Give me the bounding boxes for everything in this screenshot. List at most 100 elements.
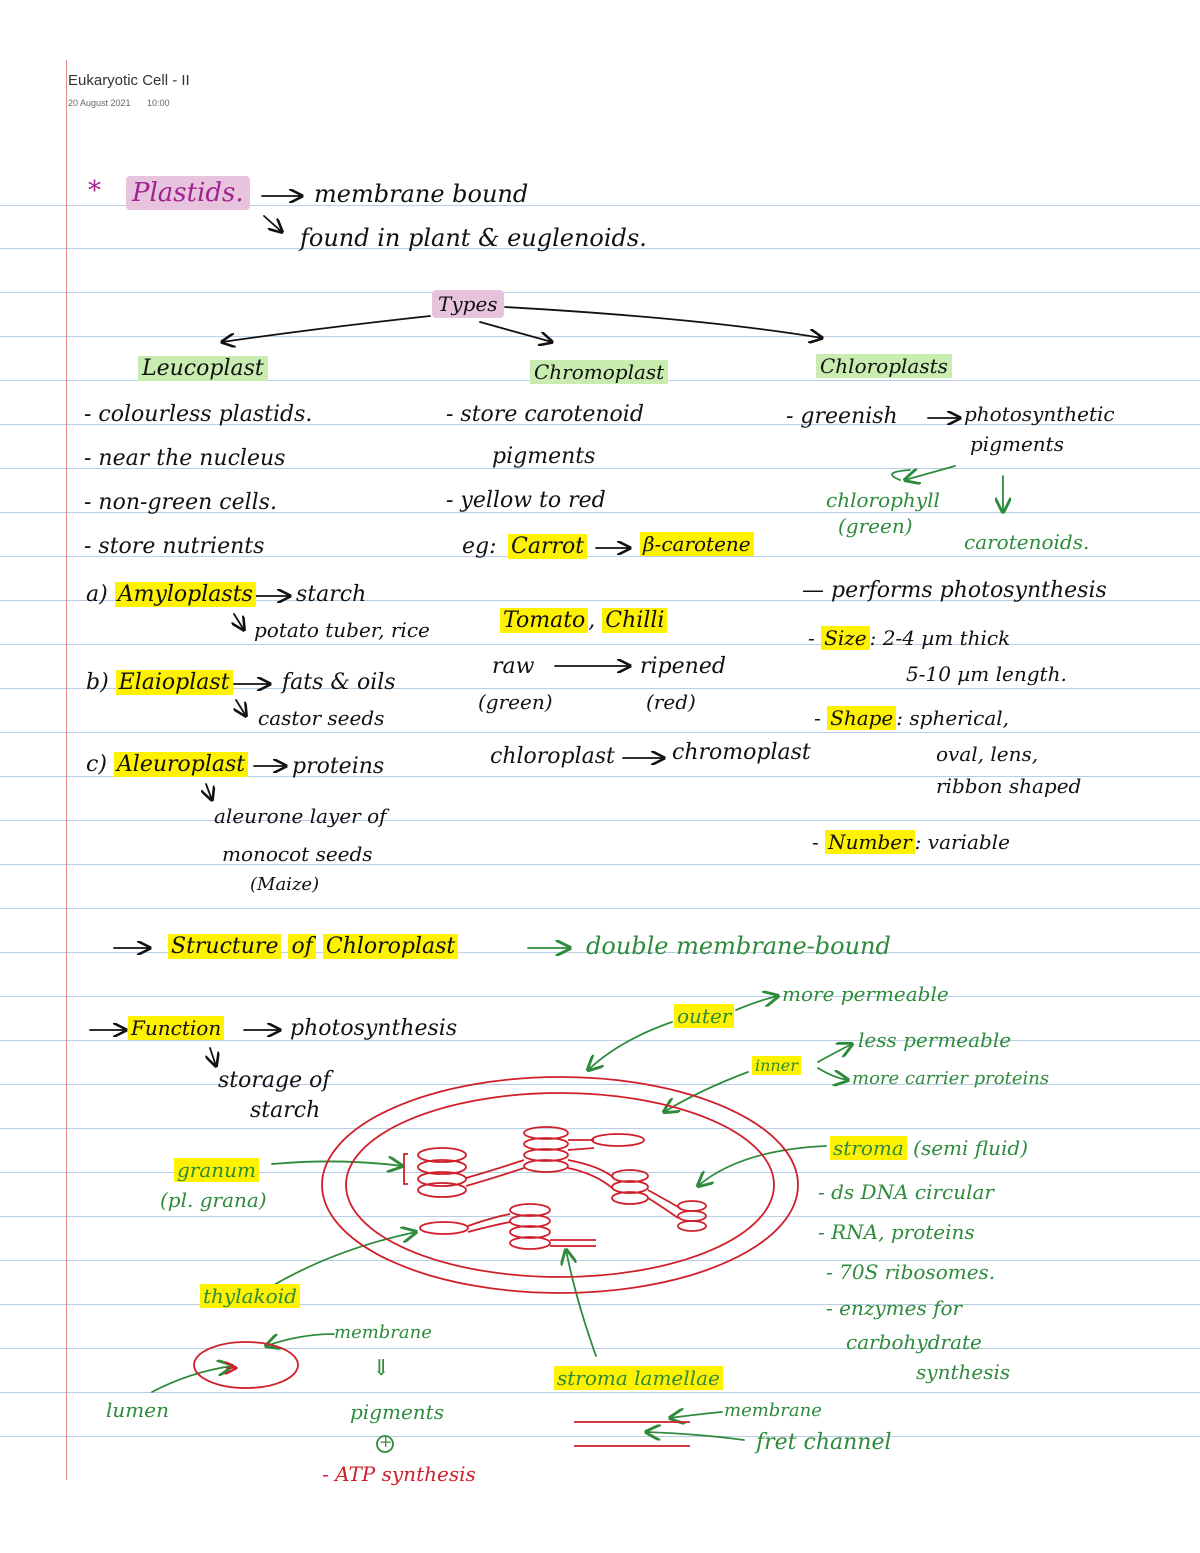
- ruled-line: [0, 1128, 1200, 1129]
- ripened-label: ripened: [640, 654, 726, 679]
- function-sub-2: starch: [250, 1098, 321, 1123]
- chilli-text: Chilli: [602, 608, 668, 633]
- arrow-icon: [261, 1232, 416, 1293]
- ruled-line: [0, 1260, 1200, 1261]
- size-prefix: -: [808, 626, 815, 650]
- chromoplast-title-text: Chromoplast: [530, 360, 669, 384]
- function-desc: photosynthesis: [290, 1016, 458, 1041]
- pigments-label: pigments: [970, 432, 1064, 456]
- arrow-icon: [646, 1432, 745, 1441]
- arrow-icon: [670, 1412, 723, 1418]
- shape-value-1: : spherical,: [896, 706, 1009, 730]
- lumen-label: lumen: [106, 1398, 169, 1422]
- arrow-icon: [698, 1145, 827, 1186]
- leucoplast-title: Leucoplast: [138, 356, 268, 382]
- lamella-membrane-label: membrane: [724, 1400, 822, 1421]
- granum-stack-bottom: [509, 1203, 551, 1250]
- arrow-icon: [234, 613, 244, 630]
- raw-label: raw: [492, 654, 535, 679]
- ripened-red-label: (red): [646, 690, 696, 714]
- ruled-line: [0, 1304, 1200, 1305]
- ruled-line: [0, 424, 1200, 425]
- ruled-line: [0, 600, 1200, 601]
- plastids-point-2: found in plant & euglenoids.: [300, 224, 647, 252]
- stroma-item-5: carbohydrate: [846, 1330, 982, 1354]
- chloroplasts-item-2: — performs photosynthesis: [802, 578, 1107, 603]
- chlorophyll-green-label: (green): [838, 514, 913, 538]
- ruled-line: [0, 908, 1200, 909]
- function-label: Function: [128, 1016, 225, 1040]
- arrow-icon: [664, 1071, 749, 1112]
- granum-stack-right: [611, 1169, 649, 1205]
- ruled-line: [0, 1084, 1200, 1085]
- shape-value-2: oval, lens,: [936, 742, 1039, 766]
- down-arrow-icon: ⇓: [372, 1356, 391, 1381]
- stroma-label: stroma: [830, 1136, 907, 1160]
- shape-prefix: -: [814, 706, 821, 730]
- stroma-lamella: [647, 1189, 681, 1219]
- arrow-icon: [263, 215, 282, 232]
- chlorophyll-label: chlorophyll: [826, 488, 940, 512]
- ruled-line: [0, 732, 1200, 733]
- chromoplast-item-1a: - store carotenoid: [446, 402, 644, 427]
- structure-heading: Structure of Chloroplast: [168, 934, 459, 960]
- inner-desc-1: less permeable: [858, 1028, 1012, 1052]
- beta-carotene-text: β-carotene: [640, 532, 754, 556]
- arrow-icon: [817, 1067, 848, 1080]
- plastids-heading: Plastids.: [126, 176, 250, 210]
- outer-membrane: [321, 1076, 799, 1294]
- eg2-separator: ,: [588, 608, 596, 633]
- ruled-line: [0, 292, 1200, 293]
- star-bullet: *: [88, 176, 101, 206]
- chromoplast-eg2: Tomato, Chilli: [500, 608, 668, 634]
- size-row: - Size: 2-4 µm thick: [808, 626, 1010, 650]
- elaioplast-sub: castor seeds: [258, 706, 385, 730]
- granum-label: granum: [174, 1158, 260, 1182]
- aleuroplast-sub-1: aleurone layer of: [214, 804, 387, 828]
- ruled-line: [0, 468, 1200, 469]
- chromoplast-eg-name: Carrot: [508, 534, 588, 560]
- aleuroplast-sub-3: (Maize): [250, 874, 320, 895]
- ruled-line: [0, 1172, 1200, 1173]
- plastids-heading-text: Plastids.: [126, 176, 250, 210]
- types-label-text: Types: [432, 290, 504, 318]
- margin-line: [66, 60, 67, 1480]
- granum-bracket: [403, 1153, 408, 1185]
- leucoplast-item-1: - colourless plastids.: [84, 402, 313, 427]
- ruled-line: [0, 1216, 1200, 1217]
- chloroplast-to-label: chloroplast: [490, 744, 615, 769]
- stroma-lamellae-label-text: stroma lamellae: [554, 1366, 723, 1390]
- granum-sub: (pl. grana): [160, 1188, 267, 1212]
- arrow-icon: [504, 306, 822, 338]
- tomato-text: Tomato: [500, 608, 589, 633]
- stroma-lamella: [567, 1159, 615, 1189]
- structure-desc: double membrane-bound: [586, 932, 891, 960]
- plus-circle: [376, 1435, 394, 1453]
- function-label-text: Function: [128, 1016, 225, 1040]
- arrow-icon: [206, 783, 212, 800]
- thylakoid-sketch: [193, 1341, 299, 1389]
- stroma-lamella: [465, 1159, 525, 1187]
- number-prefix: -: [812, 830, 819, 854]
- inner-membrane: [345, 1092, 775, 1278]
- granum-stack-left: [417, 1147, 467, 1198]
- amyloplast-name: Amyloplasts: [114, 582, 256, 607]
- structure-word: Structure: [168, 934, 282, 959]
- leucoplast-item-2: - near the nucleus: [84, 446, 286, 471]
- ruled-line: [0, 248, 1200, 249]
- size-value-2: 5-10 µm length.: [906, 662, 1067, 686]
- number-row: - Number: variable: [812, 830, 1010, 854]
- chromoplast-eg-label: eg:: [462, 534, 497, 559]
- arrow-icon: [151, 1366, 232, 1393]
- ruled-line: [0, 996, 1200, 997]
- arrow-icon: [588, 1021, 673, 1070]
- chloroplasts-title: Chloroplasts: [816, 354, 952, 378]
- ruled-line: [0, 776, 1200, 777]
- chloroplast-diagram: [193, 1076, 799, 1447]
- arrow-icon: [566, 1250, 597, 1357]
- elaioplast-desc: fats & oils: [282, 670, 396, 695]
- stroma-row: stroma (semi fluid): [830, 1136, 1028, 1160]
- arrow-icon: [266, 1333, 335, 1346]
